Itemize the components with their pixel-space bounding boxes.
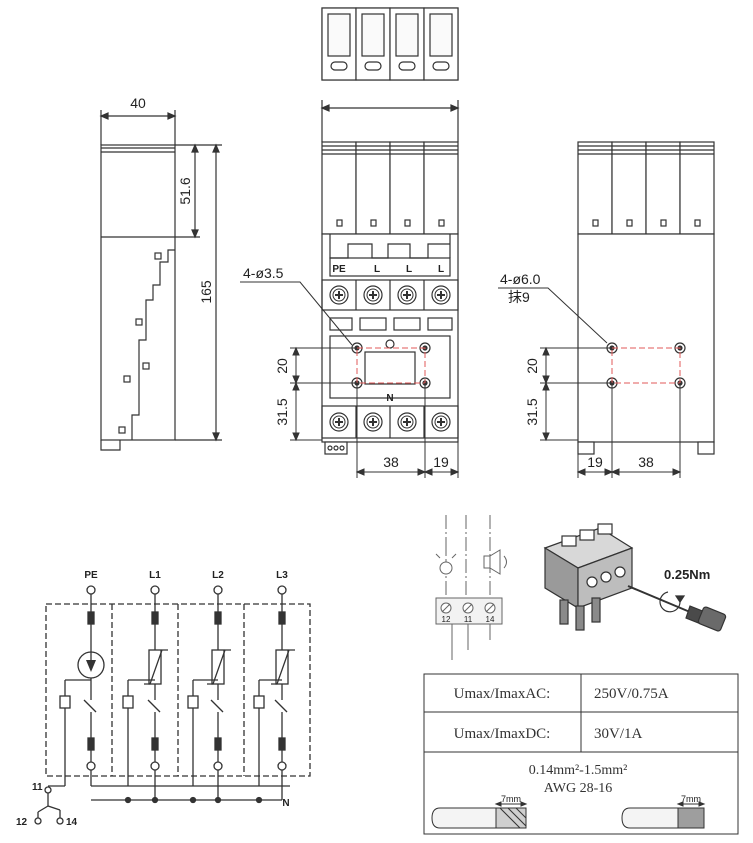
contact-label-11: 11 <box>32 782 43 793</box>
spec-wire-range: 0.14mm²-1.5mm² <box>529 763 628 778</box>
wiring-label-l1: L1 <box>149 570 161 581</box>
wire-strip-illustrations <box>431 801 706 829</box>
wiring-label-l3: L3 <box>276 570 288 581</box>
remote-pin-11: 11 <box>464 615 473 624</box>
front-label-l3: L <box>438 264 444 275</box>
contact-label-14: 14 <box>66 817 78 828</box>
back-dimensions <box>498 287 682 478</box>
front-hole-callout: 4-ø3.5 <box>243 265 284 281</box>
wiring-label-l2: L2 <box>212 570 224 581</box>
remote-terminal <box>435 515 507 660</box>
spec-awg: AWG 28-16 <box>544 781 612 796</box>
dim-top-height: 51.6 <box>177 177 193 204</box>
torque-label: 0.25Nm <box>664 567 710 582</box>
front-view <box>320 100 460 455</box>
front-dim-bottom: 31.5 <box>274 398 290 425</box>
top-view <box>321 7 459 81</box>
wiring-schematic <box>34 585 311 825</box>
front-dim-38: 38 <box>383 454 399 470</box>
back-dim-bottom: 31.5 <box>524 398 540 425</box>
front-label-pe: PE <box>332 264 346 275</box>
back-dim-38: 38 <box>638 454 654 470</box>
back-hole-callout: 4-ø6.0 <box>500 271 541 287</box>
front-label-n: N <box>386 393 393 404</box>
strip-length-right: 7mm <box>681 794 701 804</box>
remote-pin-14: 14 <box>486 615 495 624</box>
side-view <box>99 110 222 451</box>
connector-illustration <box>543 523 727 632</box>
strip-length-left: 7mm <box>501 794 521 804</box>
dim-total-height: 165 <box>198 280 214 304</box>
wiring-label-n: N <box>282 798 289 809</box>
dim-side-width: 40 <box>130 95 146 111</box>
wiring-label-pe: PE <box>84 570 98 581</box>
spec-dc-label: Umax/ImaxDC: <box>454 726 551 742</box>
back-dim-spacing: 20 <box>524 358 540 374</box>
spec-ac-label: Umax/ImaxAC: <box>454 686 551 702</box>
front-hole-pattern <box>356 347 426 384</box>
front-dim-19: 19 <box>433 454 449 470</box>
spec-dc-value: 30V/1A <box>594 726 643 742</box>
front-label-l1: L <box>374 264 380 275</box>
back-hole-note: 抹9 <box>508 289 530 305</box>
spec-table <box>423 673 739 835</box>
remote-pin-12: 12 <box>442 615 451 624</box>
back-hole-pattern <box>611 347 681 384</box>
back-dim-19: 19 <box>587 454 603 470</box>
spec-ac-value: 250V/0.75A <box>594 686 669 702</box>
contact-label-12: 12 <box>16 817 28 828</box>
front-dim-spacing: 20 <box>274 358 290 374</box>
back-view <box>577 141 715 455</box>
front-dimensions <box>240 281 460 478</box>
front-label-l2: L <box>406 264 412 275</box>
